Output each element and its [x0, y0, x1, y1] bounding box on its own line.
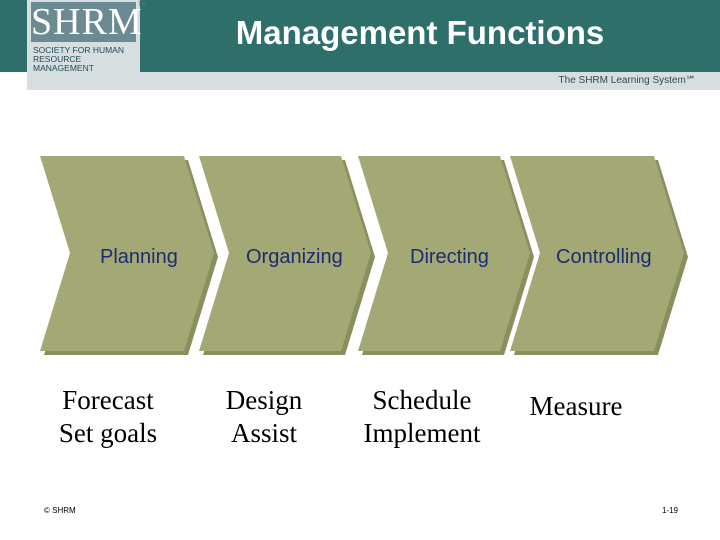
- stage-label-planning: Planning: [100, 246, 178, 268]
- task-implement: Implement: [363, 418, 481, 448]
- shrm-logo: SHRM SOCIETY FOR HUMAN RESOURCE MANAGEME…: [27, 0, 143, 90]
- stage-label-controlling: Controlling: [556, 246, 652, 268]
- chevron-organizing: [199, 156, 375, 355]
- tagline: The SHRM Learning System℠: [558, 75, 696, 86]
- logo-trademark: TM: [138, 2, 147, 8]
- chevron-controlling: [510, 156, 688, 355]
- tagline-bar: The SHRM Learning System℠: [140, 72, 720, 90]
- tasks-planning: Forecast Set goals: [48, 384, 168, 450]
- chevron-directing: [358, 156, 534, 355]
- task-schedule: Schedule: [372, 385, 472, 415]
- tasks-organizing: Design Assist: [204, 384, 324, 450]
- stage-label-organizing: Organizing: [246, 246, 343, 268]
- task-design: Design: [225, 385, 303, 415]
- slide-title: Management Functions: [235, 14, 605, 51]
- logo-text: SOCIETY FOR HUMAN RESOURCE MANAGEMENT: [33, 45, 124, 73]
- tasks-controlling: Measure: [514, 390, 638, 423]
- stage-label-directing: Directing: [410, 246, 489, 268]
- slide-number: 1-19: [661, 506, 678, 515]
- copyright: © SHRM: [44, 506, 76, 515]
- task-forecast: Forecast: [62, 385, 154, 415]
- task-set-goals: Set goals: [58, 418, 158, 448]
- tasks-directing: Schedule Implement: [352, 384, 492, 450]
- chevron-planning: [40, 156, 218, 355]
- task-assist: Assist: [230, 418, 298, 448]
- logo-mark: SHRM: [31, 1, 143, 43]
- task-measure: Measure: [529, 391, 623, 421]
